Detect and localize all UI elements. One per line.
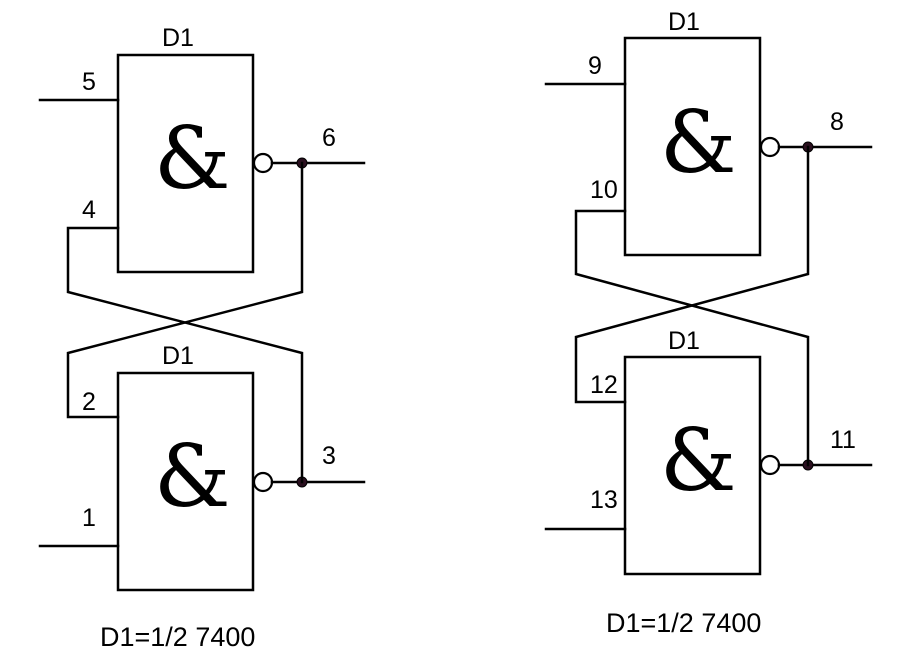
left-top-gate-input-pin-bottom: 4 (82, 196, 96, 224)
left-feedback-top-out-to-bottom-in (66, 161, 304, 419)
left-bottom-gate-body (116, 371, 255, 592)
right-bottom-nand-gate: D1 & 12 13 11 (544, 327, 873, 576)
left-bottom-gate-output-pin: 3 (322, 442, 336, 470)
right-top-gate-input-pin-top: 9 (588, 52, 602, 80)
left-bottom-gate-and-symbol: & (154, 427, 231, 527)
left-top-gate-output-pin: 6 (322, 124, 336, 152)
right-top-gate-output-pin: 8 (830, 108, 844, 136)
right-top-gate-input-pin-bottom: 10 (590, 176, 618, 204)
right-bottom-gate-designator: D1 (668, 327, 700, 355)
right-bottom-gate-inversion-bubble (759, 454, 781, 476)
left-top-gate-body (116, 53, 255, 274)
right-bottom-gate-input-pin-top: 12 (590, 371, 618, 399)
left-caption: D1=1/2 7400 (100, 622, 255, 652)
left-circuit: D1 & 5 4 6 D1 & 2 1 3 D1=1/2 7400 (38, 24, 366, 652)
left-top-gate-designator: D1 (162, 24, 194, 52)
left-bottom-gate-input-pin-bottom: 1 (82, 504, 96, 532)
left-feedback-bottom-out-to-top-in (66, 226, 304, 484)
right-top-nand-gate: D1 & 9 10 8 (544, 8, 873, 257)
left-top-gate-input-pin-top: 5 (82, 68, 96, 96)
left-top-gate-inversion-bubble (252, 152, 274, 174)
left-top-nand-gate: D1 & 5 4 6 (38, 24, 366, 274)
right-bottom-gate-output-pin: 11 (830, 426, 856, 454)
right-top-gate-and-symbol: & (660, 93, 737, 193)
right-bottom-gate-input-pin-bottom: 13 (590, 486, 618, 514)
right-top-gate-designator: D1 (668, 8, 700, 36)
left-bottom-gate-inversion-bubble (252, 471, 274, 493)
right-feedback-bottom-out-to-top-in (574, 209, 810, 467)
right-feedback-top-out-to-bottom-in (574, 145, 810, 404)
left-top-gate-and-symbol: & (154, 109, 231, 209)
left-bottom-gate-input-pin-top: 2 (82, 388, 96, 416)
right-circuit: D1 & 9 10 8 D1 & 12 13 11 D1=1/2 7400 (544, 8, 873, 638)
right-top-gate-body (623, 36, 762, 257)
right-caption: D1=1/2 7400 (606, 608, 761, 638)
left-bottom-gate-designator: D1 (162, 342, 194, 370)
right-top-gate-inversion-bubble (759, 136, 781, 158)
right-bottom-gate-and-symbol: & (660, 411, 737, 511)
left-bottom-nand-gate: D1 & 2 1 3 (38, 342, 366, 592)
